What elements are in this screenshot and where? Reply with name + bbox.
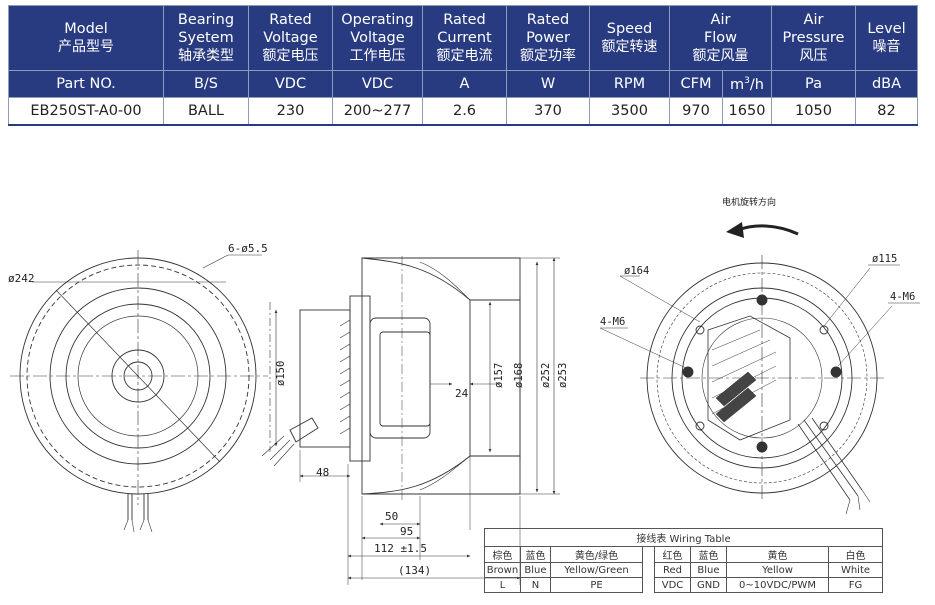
value-rated-power: 370 — [506, 97, 590, 126]
label-rotation: 电机旋转方向 — [722, 196, 776, 208]
value-m3h: 1650 — [722, 97, 772, 126]
label-d168: ø168 — [513, 363, 525, 388]
unit-cfm: CFM — [669, 70, 723, 98]
wire-en-blue: Blue — [520, 562, 551, 578]
label-d242: ø242 — [8, 272, 35, 285]
value-part-no: EB250ST-A0-00 — [8, 97, 164, 126]
wire-zh-yellow-green: 黄色/绿色 — [550, 546, 643, 563]
wire-zh-red: 红色 — [654, 546, 691, 563]
label-d164: ø164 — [624, 265, 649, 277]
unit-vdc: VDC — [248, 70, 333, 98]
wire-func-l: L — [484, 577, 521, 593]
wire-func-fg: FG — [828, 577, 883, 593]
spec-value-row: EB250ST-A0-00 BALL 230 200~277 2.6 370 3… — [8, 97, 918, 126]
wiring-table: 接线表 Wiring Table 棕色 蓝色 黄色/绿色 红色 蓝色 黄色 白色… — [484, 528, 883, 593]
wire-zh-blue-2: 蓝色 — [690, 546, 727, 563]
label-d150: ø150 — [275, 361, 287, 386]
wire-zh-white: 白色 — [828, 546, 883, 563]
label-d253: ø253 — [557, 363, 569, 388]
front-view — [10, 250, 268, 533]
value-rated-current: 2.6 — [422, 97, 507, 126]
label-dim95: 95 — [400, 525, 413, 538]
value-rated-voltage: 230 — [248, 97, 333, 126]
wire-separator — [642, 577, 655, 593]
unit-dba: dBA — [855, 70, 918, 98]
wire-zh-brown: 棕色 — [484, 546, 521, 563]
value-speed: 3500 — [589, 97, 670, 126]
wire-en-yellow: Yellow — [726, 562, 829, 578]
label-m6-left: 4-M6 — [600, 316, 625, 328]
wire-en-red: Red — [654, 562, 691, 578]
rotation-arrow-icon — [737, 224, 799, 236]
wire-func-vdc: VDC — [654, 577, 691, 593]
side-view — [261, 256, 560, 585]
wire-en-brown: Brown — [484, 562, 521, 578]
unit-pa: Pa — [771, 70, 856, 98]
wire-separator — [642, 546, 655, 563]
unit-rpm: RPM — [589, 70, 670, 98]
arrowhead-icon — [726, 222, 744, 238]
wire-separator — [642, 562, 655, 578]
wire-func-control: 0~10VDC/PWM — [726, 577, 829, 593]
label-holes: 6-ø5.5 — [228, 242, 268, 255]
spec-unit-row: Part NO. B/S VDC VDC A W RPM CFM m3/h Pa… — [8, 70, 918, 98]
label-d252: ø252 — [540, 363, 552, 388]
label-dim112: 112 ±1.5 — [374, 542, 427, 555]
unit-part-no: Part NO. — [8, 70, 164, 98]
wire-en-blue-2: Blue — [690, 562, 727, 578]
wiring-zh-row: 棕色 蓝色 黄色/绿色 红色 蓝色 黄色 白色 — [484, 546, 883, 563]
unit-bs: B/S — [163, 70, 249, 98]
rear-view — [599, 255, 920, 515]
wire-zh-yellow: 黄色 — [726, 546, 829, 563]
wire-en-yellow-green: Yellow/Green — [550, 562, 643, 578]
label-d157: ø157 — [493, 363, 505, 388]
label-m6-right: 4-M6 — [890, 291, 915, 303]
wiring-func-row: L N PE VDC GND 0~10VDC/PWM FG — [484, 577, 883, 593]
value-noise: 82 — [855, 97, 918, 126]
wiring-en-row: Brown Blue Yellow/Green Red Blue Yellow … — [484, 562, 883, 578]
label-dim134: (134) — [398, 564, 431, 577]
wiring-title: 接线表 Wiring Table — [484, 528, 883, 547]
value-cfm: 970 — [669, 97, 723, 126]
value-pressure: 1050 — [771, 97, 856, 126]
label-dim50: 50 — [385, 510, 398, 523]
value-operating-voltage: 200~277 — [332, 97, 423, 126]
wire-func-pe: PE — [550, 577, 643, 593]
unit-amp: A — [422, 70, 507, 98]
wire-en-white: White — [828, 562, 883, 578]
unit-vdc-op: VDC — [332, 70, 423, 98]
label-d115: ø115 — [872, 253, 897, 265]
wire-func-n: N — [520, 577, 551, 593]
label-dim48: 48 — [316, 466, 329, 479]
unit-watt: W — [506, 70, 590, 98]
value-bearing: BALL — [163, 97, 249, 126]
label-dim24: 24 — [455, 387, 469, 400]
wire-zh-blue: 蓝色 — [520, 546, 551, 563]
unit-m3h: m3/h — [722, 70, 772, 98]
wire-func-gnd: GND — [690, 577, 727, 593]
